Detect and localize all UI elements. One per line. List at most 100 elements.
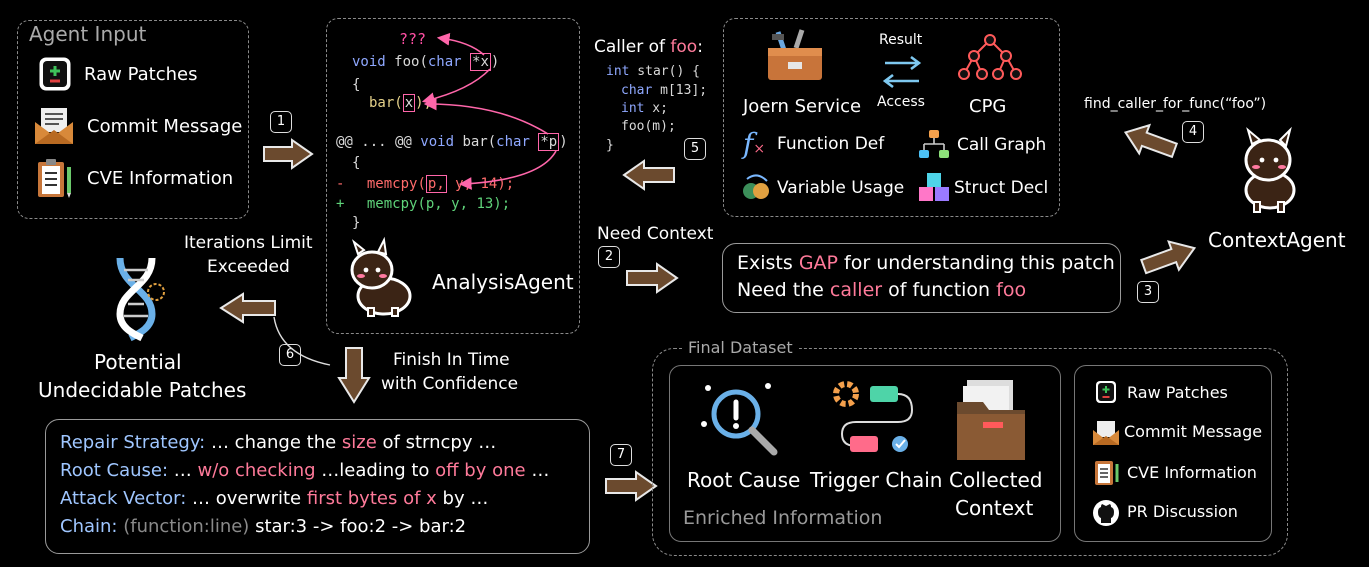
feature-variable-usage: Variable Usage <box>777 178 905 198</box>
exchange-arrows-icon <box>882 55 922 89</box>
code-rest: x; <box>644 101 668 116</box>
summary-highlight: off by one <box>435 460 526 481</box>
cpg-tree-icon <box>958 34 1022 80</box>
gap-highlight: GAP <box>798 252 839 274</box>
step-1-badge: 1 <box>270 111 292 133</box>
caller-line-5: } <box>606 138 614 153</box>
code-line-1: void foo(char *x) <box>352 53 500 71</box>
call-graph-icon <box>919 130 949 158</box>
cve-information-icon <box>38 159 71 198</box>
enriched-trigger-chain: Trigger Chain <box>810 468 943 492</box>
cve-information-icon <box>1095 461 1119 485</box>
result-label: Result <box>879 32 923 48</box>
step-6-connector <box>273 316 331 366</box>
step-3-badge: 3 <box>1137 281 1159 303</box>
summary-chain: Chain: (function:line) star:3 -> foo:2 -… <box>60 516 466 537</box>
root-cause-icon <box>701 383 778 456</box>
gap-highlight: caller <box>829 279 883 301</box>
enriched-root-cause: Root Cause <box>687 468 801 492</box>
undecidable-line-2: Undecidable Patches <box>38 378 247 402</box>
agent-input-title: Agent Input <box>29 22 147 46</box>
arg-highlight-x: x <box>402 94 416 112</box>
find-caller-call: find_caller_for_func(“foo”) <box>1084 96 1267 112</box>
iterations-limit-line-1: Iterations Limit <box>184 233 313 253</box>
enriched-collected: Collected <box>949 468 1043 492</box>
raw-patch-icon <box>39 57 71 91</box>
summary-text: … <box>168 460 198 481</box>
summary-label: Repair Strategy: <box>60 432 206 453</box>
feature-function-def: Function Def <box>777 134 885 154</box>
caller-title-prefix: Caller of <box>594 37 671 57</box>
param-highlight-p: *p <box>538 133 560 151</box>
summary-text: by … <box>436 488 489 509</box>
code-end: ) <box>490 54 500 70</box>
struct-decl-icon <box>919 173 949 201</box>
toolbox-icon <box>768 29 822 80</box>
hunk-header: @@ ... @@ <box>336 134 412 150</box>
arrow-left-icon <box>622 159 675 191</box>
code-line-8: } <box>352 215 361 231</box>
github-icon <box>1093 500 1119 526</box>
summary-note: (function:line) <box>117 516 250 537</box>
summary-highlight: size <box>341 432 377 453</box>
joern-panel <box>723 18 1060 217</box>
summary-text: … <box>525 460 550 481</box>
code-type: char <box>427 54 462 70</box>
caller-title-fn: foo <box>670 37 698 57</box>
step-2-badge: 2 <box>598 246 620 268</box>
summary-text: … change the <box>205 432 342 453</box>
finish-line-2: with Confidence <box>381 374 519 394</box>
final-dataset-panel <box>652 348 1288 556</box>
arrow-left-up-icon <box>1123 123 1179 159</box>
code-fn: bar( <box>462 134 497 150</box>
diff-plus: + <box>336 196 345 212</box>
caller-title-suffix: : <box>697 37 703 57</box>
dataset-cve-information: CVE Information <box>1127 463 1257 482</box>
summary-highlight: first bytes of x <box>306 488 437 509</box>
code-keyword: void <box>420 134 455 150</box>
trigger-chain-icon <box>833 381 914 452</box>
agent-input-panel <box>17 20 249 219</box>
summary-text: of strncpy … <box>376 432 497 453</box>
code-line-4: @@ ... @@ void bar(char *p) <box>336 133 568 151</box>
final-dataset-title: Final Dataset <box>682 338 799 357</box>
caller-title: Caller of foo: <box>594 37 703 57</box>
summary-text: … overwrite <box>186 488 307 509</box>
collected-context-icon <box>957 380 1025 460</box>
summary-root-cause: Root Cause: … w/o checking …leading to o… <box>60 460 549 481</box>
code-rest: star() { <box>629 64 700 79</box>
arg-highlight-p: p, <box>425 175 447 193</box>
commit-message-icon <box>1093 421 1119 445</box>
context-agent-label: ContextAgent <box>1208 228 1346 252</box>
param-highlight-x: *x <box>470 53 491 71</box>
agent-input-commit-message: Commit Message <box>87 116 243 137</box>
caller-line-3: int x; <box>621 101 668 116</box>
step-4-badge: 4 <box>1182 121 1204 143</box>
code-call: memcpy( <box>366 176 426 192</box>
dataset-raw-patches: Raw Patches <box>1127 383 1228 402</box>
summary-label: Attack Vector: <box>60 488 187 509</box>
gap-text: for understanding this patch <box>838 252 1115 274</box>
caller-line-4: foo(m); <box>621 119 676 134</box>
caller-line-1: int star() { <box>606 64 700 79</box>
dataset-pr-discussion: PR Discussion <box>1127 502 1238 521</box>
enriched-information-label: Enriched Information <box>683 507 883 529</box>
caller-line-2: char m[13]; <box>621 83 707 98</box>
gap-line-1: Exists GAP for understanding this patch <box>737 252 1115 274</box>
gap-box <box>722 243 1121 313</box>
variable-usage-icon <box>743 174 769 199</box>
enriched-info-box <box>669 365 1061 542</box>
code-rest: m[13]; <box>652 83 708 98</box>
arrow-down-icon <box>337 347 371 404</box>
dataset-commit-message: Commit Message <box>1124 422 1263 441</box>
access-label: Access <box>877 94 925 110</box>
undecidable-line-1: Potential <box>94 350 182 374</box>
code-fn: foo( <box>394 54 428 70</box>
arrow-right-icon <box>626 262 679 294</box>
gap-highlight: foo <box>996 279 1027 301</box>
summary-attack-vector: Attack Vector: … overwrite first bytes o… <box>60 488 488 509</box>
agent-input-cve-information: CVE Information <box>87 168 234 189</box>
code-keyword: int <box>621 101 645 116</box>
arrow-right-icon <box>605 470 658 502</box>
context-alpaca-icon <box>1244 126 1296 213</box>
